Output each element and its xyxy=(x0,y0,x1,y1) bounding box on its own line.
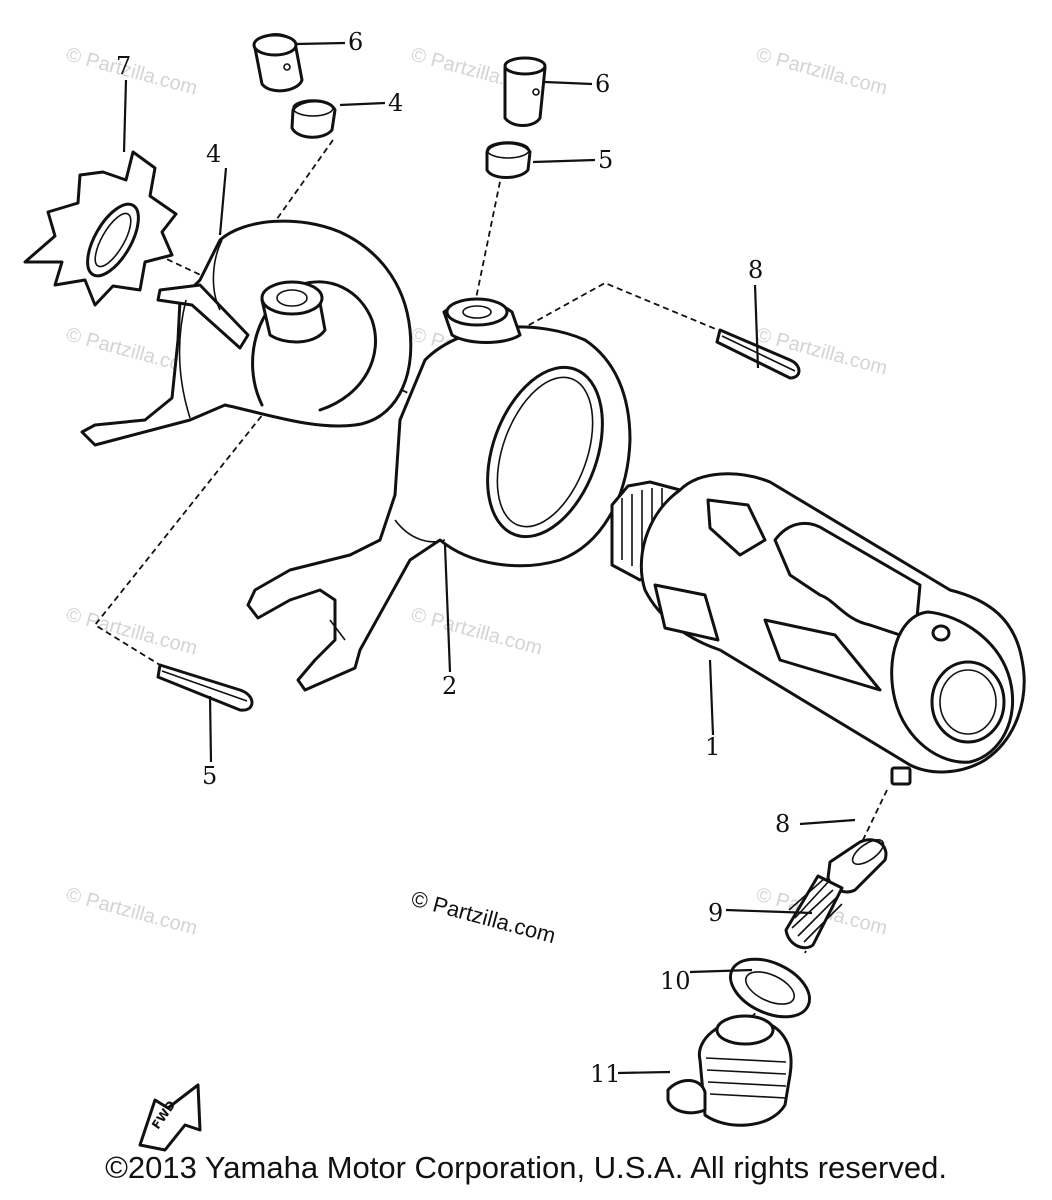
callout-10: 10 xyxy=(660,967,691,995)
callout-labels: 6 4 6 5 4 7 8 5 2 1 8 9 10 11 xyxy=(116,28,790,1088)
copyright-footer: ©2013 Yamaha Motor Corporation, U.S.A. A… xyxy=(105,1150,947,1185)
leader-lines xyxy=(122,41,856,1075)
callout-5-top-right: 6 xyxy=(595,70,610,98)
callout-1: 1 xyxy=(705,733,720,761)
callout-3: 4 xyxy=(206,140,221,168)
forward-arrow-icon: FWD xyxy=(138,1083,202,1152)
detent-assembly-part xyxy=(666,838,888,1127)
callout-11: 11 xyxy=(590,1060,621,1088)
shift-fork-rear-part xyxy=(80,219,413,447)
watermark: © Partzilla.com xyxy=(409,604,545,660)
callout-4-top-left: 4 xyxy=(388,89,403,117)
star-wheel-part xyxy=(23,150,178,307)
callout-2: 2 xyxy=(442,672,457,700)
watermark: © Partzilla.com xyxy=(64,44,200,100)
callout-4-top-right: 5 xyxy=(598,146,613,174)
callout-8: 8 xyxy=(775,810,790,838)
callout-6-right: 8 xyxy=(748,256,763,284)
watermark-center: © Partzilla.com xyxy=(409,886,559,949)
callout-6-left: 5 xyxy=(202,762,217,790)
watermark: © Partzilla.com xyxy=(754,44,890,100)
watermark: © Partzilla.com xyxy=(64,604,200,660)
callout-5-top-left: 6 xyxy=(348,28,363,56)
guide-pins-part xyxy=(252,33,547,179)
callout-9: 9 xyxy=(708,899,723,927)
callout-7: 7 xyxy=(116,52,131,80)
shift-drum-part xyxy=(610,472,1026,786)
shift-fork-front-part xyxy=(246,297,632,692)
watermark: © Partzilla.com xyxy=(64,884,200,940)
